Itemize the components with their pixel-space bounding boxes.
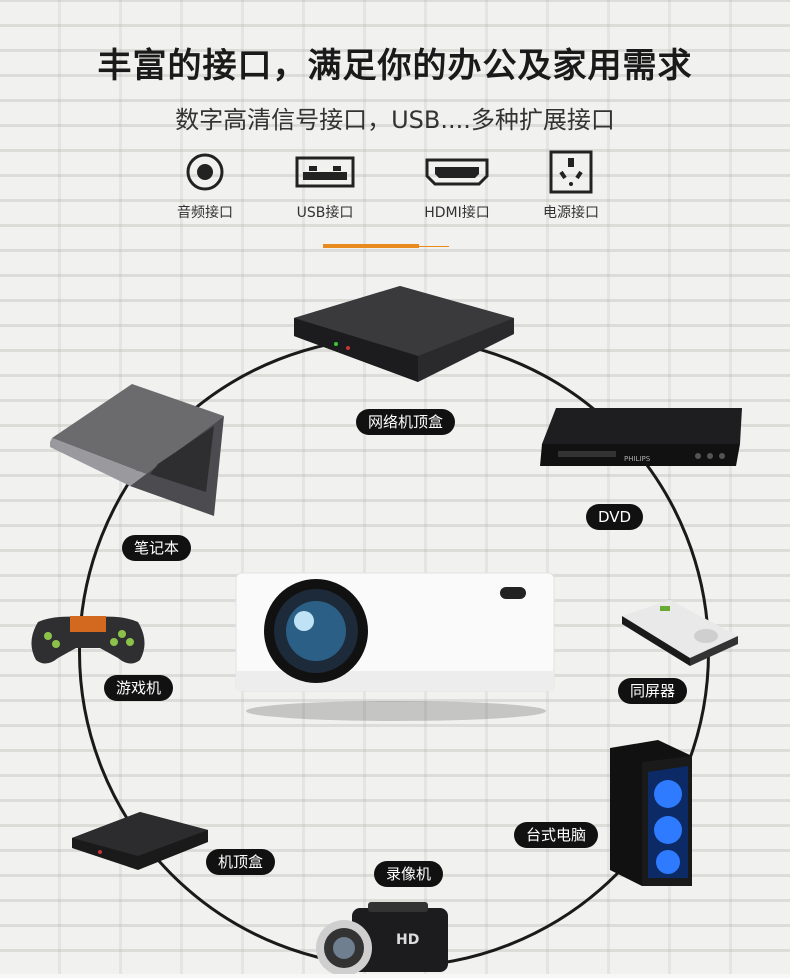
port-label: 电源接口 [543, 205, 599, 221]
label-desktop-pc: 台式电脑 [514, 822, 599, 848]
camcorder-badge-text: HD [396, 932, 419, 948]
label-settop-box: 机顶盒 [206, 849, 276, 875]
label-laptop: 笔记本 [122, 535, 192, 561]
screen-mirror-dongle-image [620, 598, 744, 672]
dvd-brand-text: PHILIPS [624, 455, 651, 463]
page-title: 丰富的接口，满足你的办公及家用需求 [97, 46, 693, 86]
laptop-image [48, 382, 230, 526]
power-socket-icon [516, 148, 626, 196]
label-game-console: 游戏机 [104, 675, 174, 701]
usb-port-icon [270, 148, 380, 196]
port-label: HDMI接口 [424, 205, 490, 221]
page-subtitle: 数字高清信号接口，USB....多种扩展接口 [175, 106, 615, 134]
label-camcorder: 录像机 [374, 861, 444, 887]
hdmi-port-icon [402, 148, 512, 196]
port-power: 电源接口 [516, 148, 626, 222]
settop-box-image [70, 808, 210, 876]
port-list: 音频接口 USB接口 HDMI接口 电源接口 [150, 148, 650, 228]
desktop-pc-image [600, 738, 700, 894]
port-label: USB接口 [296, 205, 354, 221]
projector-image [234, 571, 558, 727]
label-dvd: DVD [586, 504, 644, 530]
audio-port-icon [150, 148, 260, 196]
camcorder-image: HD [312, 900, 452, 978]
game-controller-image [26, 612, 150, 672]
dvd-player-image: PHILIPS [538, 404, 742, 476]
port-label: 音频接口 [177, 205, 233, 221]
port-usb: USB接口 [270, 148, 380, 222]
label-network-box: 网络机顶盒 [356, 409, 456, 435]
port-audio: 音频接口 [150, 148, 260, 222]
port-hdmi: HDMI接口 [402, 148, 512, 222]
network-box-image [292, 282, 516, 390]
label-screen-mirror: 同屏器 [618, 678, 688, 704]
accent-bar [323, 244, 419, 248]
accent-line [419, 246, 449, 247]
